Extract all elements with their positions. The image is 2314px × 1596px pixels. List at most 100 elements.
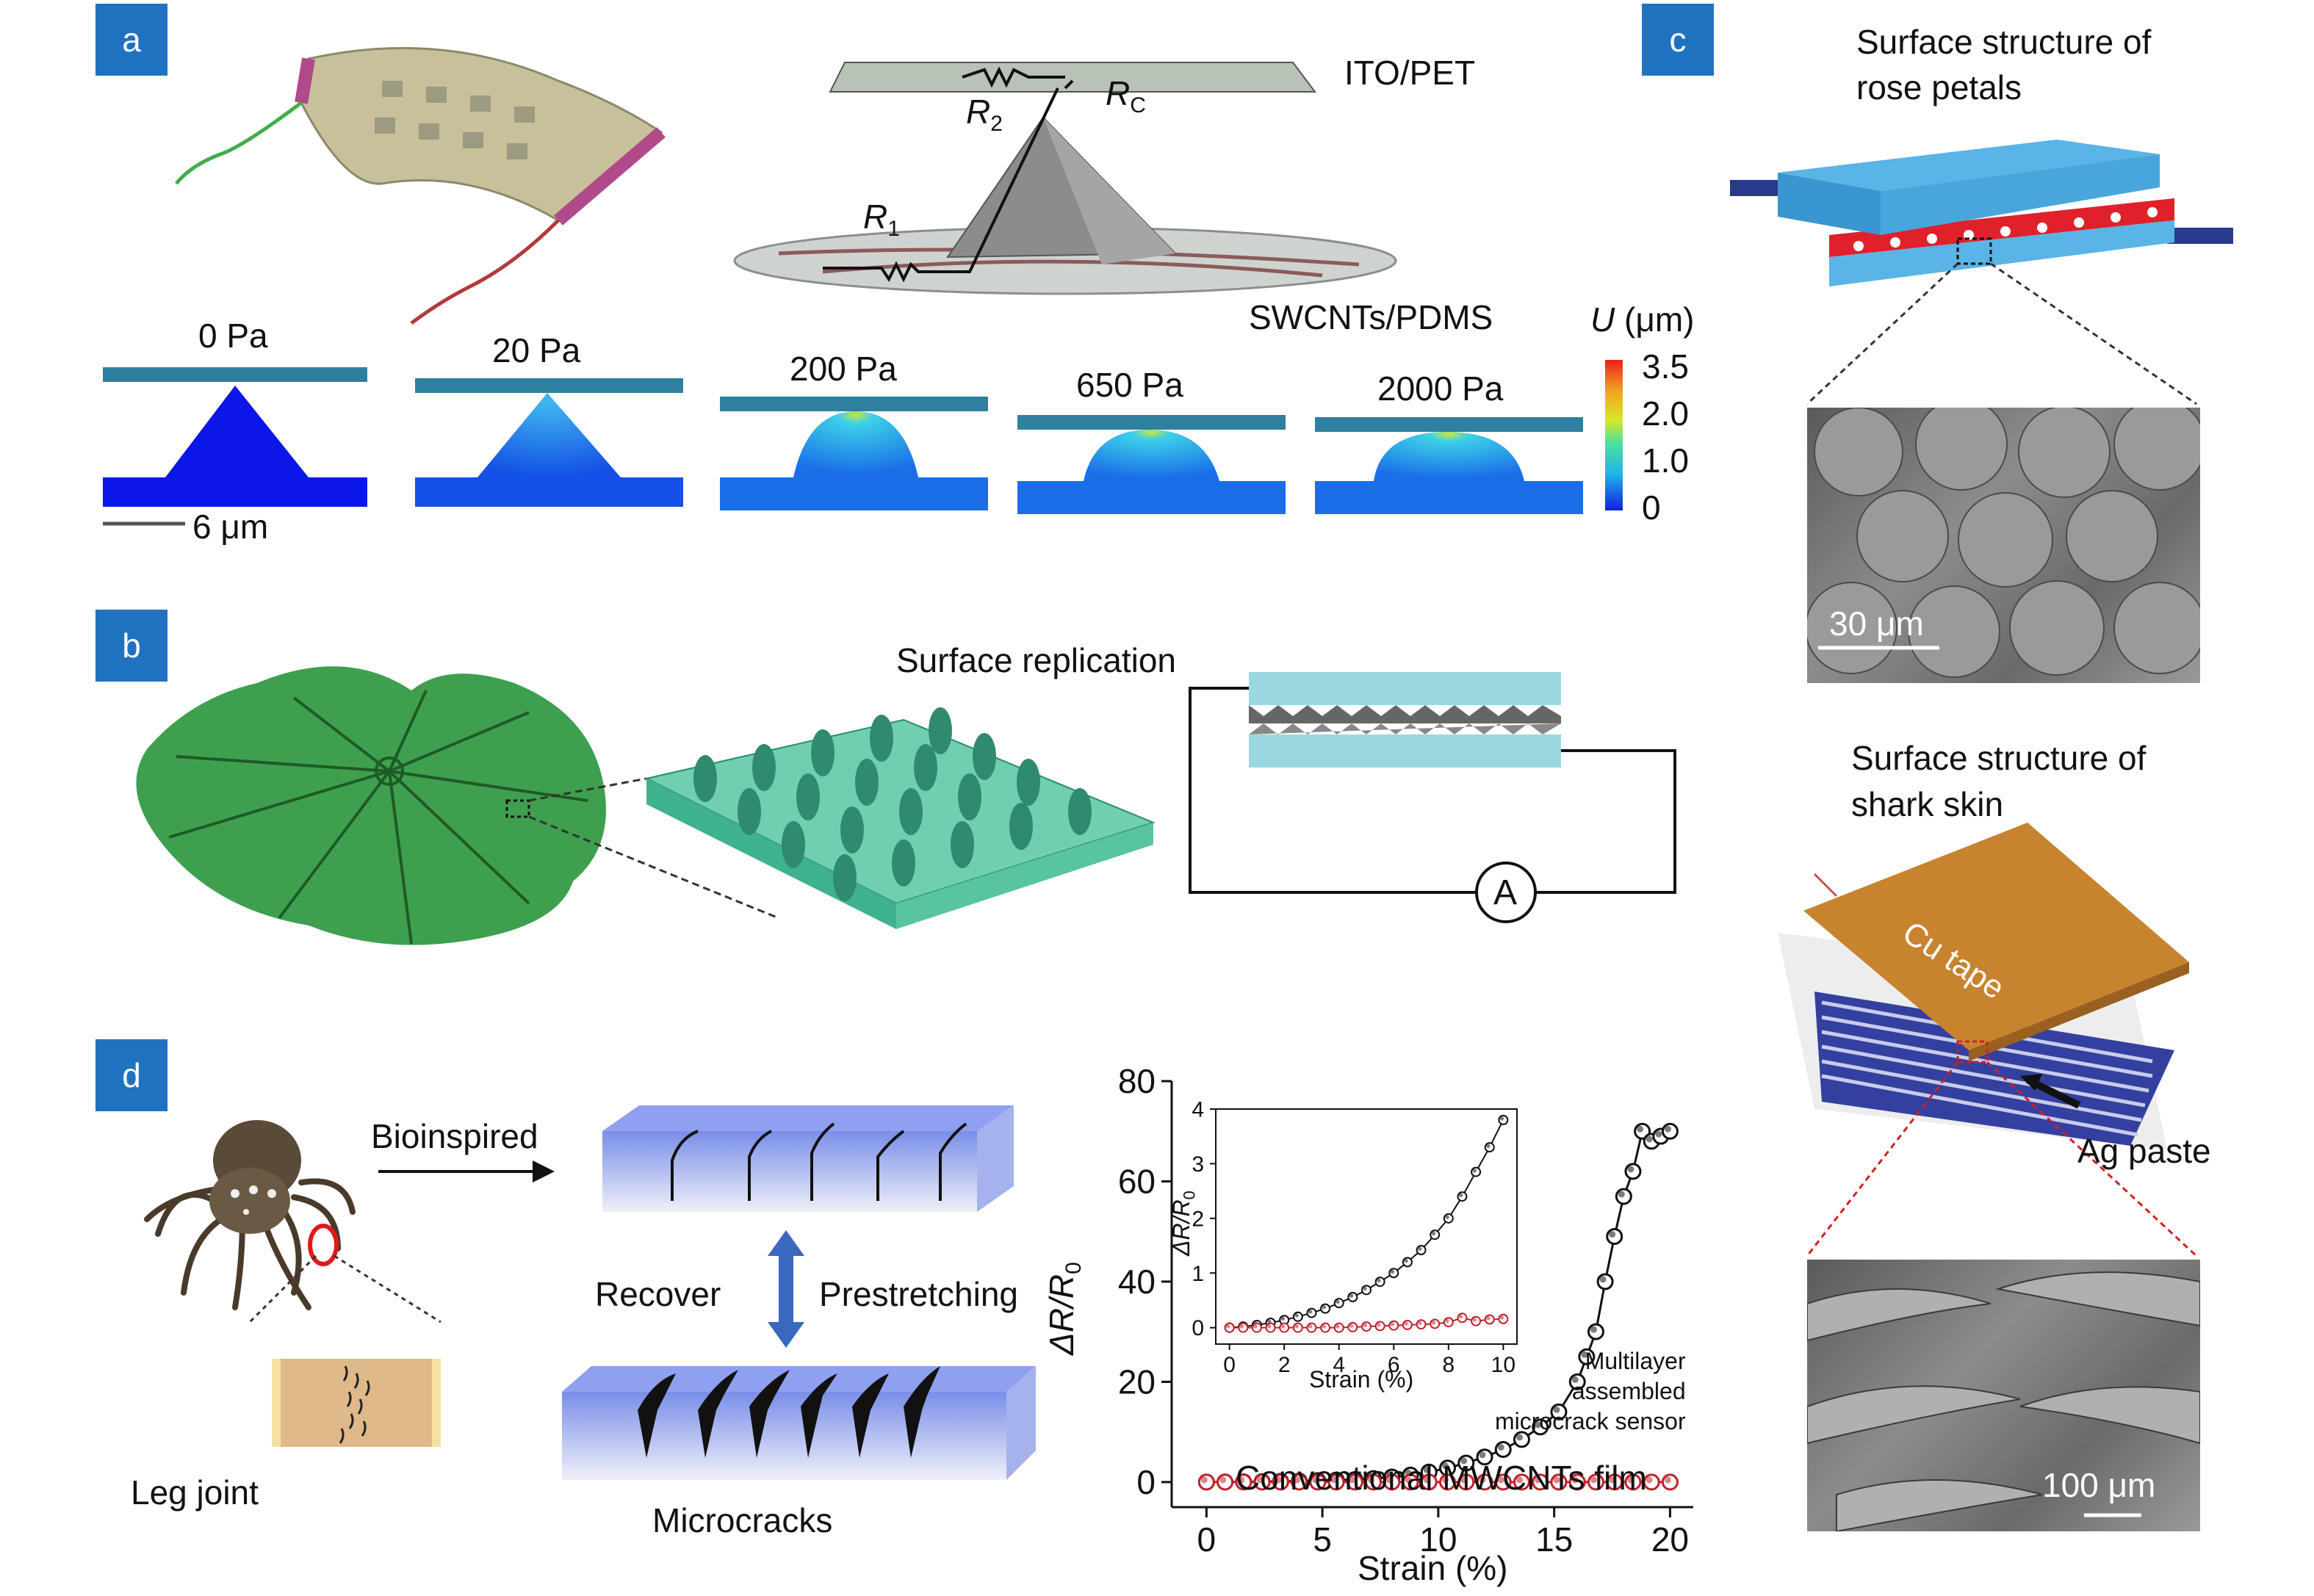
inset-data-point-shade [1418,1246,1422,1251]
scale-bar-label-a: 6 μm [192,508,269,546]
inset-y-axis-label: ΔR/R0 [1168,1191,1199,1256]
main-y-tick-label: 80 [1118,1062,1156,1100]
main-data-point-shade [1405,1476,1412,1484]
inset-frame [1215,1108,1518,1345]
rose-petal-sem-image [1807,408,2200,683]
inset-data-point-shade [1404,1258,1408,1263]
inset-data-point-shade [1431,1231,1436,1236]
main-data-point-shade [1535,1421,1542,1429]
main-data-point-shade [1553,1406,1560,1413]
inset-y-tick-label: 0 [1192,1316,1204,1340]
shark-title-line1: Surface structure of [1851,739,2147,777]
inset-data-point-shade [1322,1305,1326,1310]
inset-data-point-shade [1280,1324,1286,1329]
inset-data-point-shade [1280,1316,1286,1321]
main-y-tick-label: 20 [1118,1363,1156,1401]
main-data-point-shade [1238,1476,1245,1484]
inset-data-point-shade [1349,1293,1354,1298]
x-axis-label: Strain (%) [1358,1549,1508,1587]
inset-data-point-shade [1486,1144,1491,1148]
colorbar-tick: 1.0 [1642,441,1689,480]
y-axis-label: ΔR/R0 [1042,1262,1086,1355]
recover-label: Recover [595,1275,721,1313]
inset-data-point-shade [1472,1318,1477,1322]
conventional-annotation: Conventional MWCNTs film [1236,1459,1647,1497]
pressure-label-0: 0 Pa [198,317,268,355]
main-data-point-shade [1330,1476,1338,1484]
main-data-point-shade [1581,1351,1588,1358]
colorbar-tick: 3.5 [1642,347,1689,386]
main-data-point-shade [1553,1476,1560,1484]
main-data-point-shade [1349,1476,1356,1484]
main-data-point-shade [1479,1476,1486,1484]
main-data-point-shade [1442,1476,1449,1484]
ag-paste-label: Ag paste [2077,1132,2211,1170]
main-data-point-shade [1423,1466,1430,1473]
main-data-point-shade [1590,1476,1597,1484]
panel-label-c: c [1642,4,1714,76]
r2-label: R2 [966,93,1003,137]
main-data-point-shade [1627,1476,1634,1484]
panel-label-a: a [95,4,167,76]
inset-data-point-shade [1390,1269,1395,1274]
main-data-point-shade [1368,1476,1375,1484]
main-y-tick-label: 40 [1118,1263,1156,1301]
shark-skin-sem-image [1807,1260,2200,1531]
main-x-tick-label: 20 [1651,1520,1689,1559]
pressure-label-200: 200 Pa [790,350,897,388]
main-data-point-shade [1497,1444,1504,1451]
main-x-tick-label: 10 [1419,1520,1457,1559]
main-y-tick-label: 0 [1136,1463,1156,1501]
inset-x-tick-label: 4 [1333,1353,1345,1377]
swcnts-pdms-label: SWCNTs/PDMS [1249,298,1493,336]
inset-data-point-shade [1226,1324,1230,1329]
main-data-point-shade [1275,1476,1282,1484]
inset-data-point-shade [1431,1320,1436,1325]
rose-title-line1: Surface structure of [1856,23,2152,61]
main-data-point-shade [1609,1476,1616,1484]
inset-data-point-shade [1377,1278,1381,1283]
main-data-point-shade [1646,1476,1653,1484]
main-data-point-shade [1294,1476,1301,1484]
inset-data-point-shade [1390,1322,1395,1326]
inset-data-point-shade [1267,1319,1272,1324]
main-data-point-shade [1535,1476,1542,1484]
inset-y-tick-label: 3 [1192,1152,1204,1177]
main-data-point-shade [1479,1451,1486,1459]
inset-data-point-shade [1308,1324,1313,1329]
shark-title-line2: shark skin [1851,785,2004,823]
inset-data-point-shade [1404,1321,1408,1326]
leg-joint-label: Leg joint [131,1473,259,1512]
main-data-point-shade [1655,1130,1662,1138]
surface-replication-label: Surface replication [896,641,1176,679]
inset-data-point-shade [1458,1193,1463,1197]
bioinspired-label: Bioinspired [371,1117,538,1155]
colorbar-tick: 0 [1642,488,1661,527]
shark-scale-label: 100 μm [2042,1466,2156,1504]
rose-title-line2: rose petals [1856,68,2022,106]
inset-data-point-shade [1445,1318,1449,1324]
main-data-point-shade [1515,1434,1523,1441]
inset-x-tick-label: 8 [1442,1353,1455,1377]
main-x-tick-label: 15 [1535,1520,1573,1559]
main-data-point-shade [1497,1476,1504,1484]
inset-x-tick-label: 0 [1223,1353,1236,1377]
main-data-point-shade [1200,1476,1208,1484]
main-data-point-shade [1627,1166,1634,1173]
inset-data-point-shade [1499,1315,1504,1320]
microcracks-label: Microcracks [652,1501,833,1539]
inset-data-point-shade [1499,1116,1504,1121]
inset-y-tick-label: 2 [1192,1207,1204,1231]
inset-data-point-shade [1486,1316,1491,1321]
main-data-point-shade [1618,1191,1625,1198]
main-data-point-shade [1664,1476,1671,1484]
inset-y-tick-label: 4 [1192,1098,1204,1122]
main-data-point-shade [1571,1476,1579,1484]
inset-data-point-shade [1253,1324,1258,1329]
main-x-tick-label: 0 [1197,1520,1217,1559]
inset-x-tick-label: 2 [1278,1353,1291,1377]
main-data-point-shade [1219,1476,1227,1484]
inset-data-point-shade [1377,1322,1381,1327]
inset-data-point-shade [1294,1313,1299,1318]
